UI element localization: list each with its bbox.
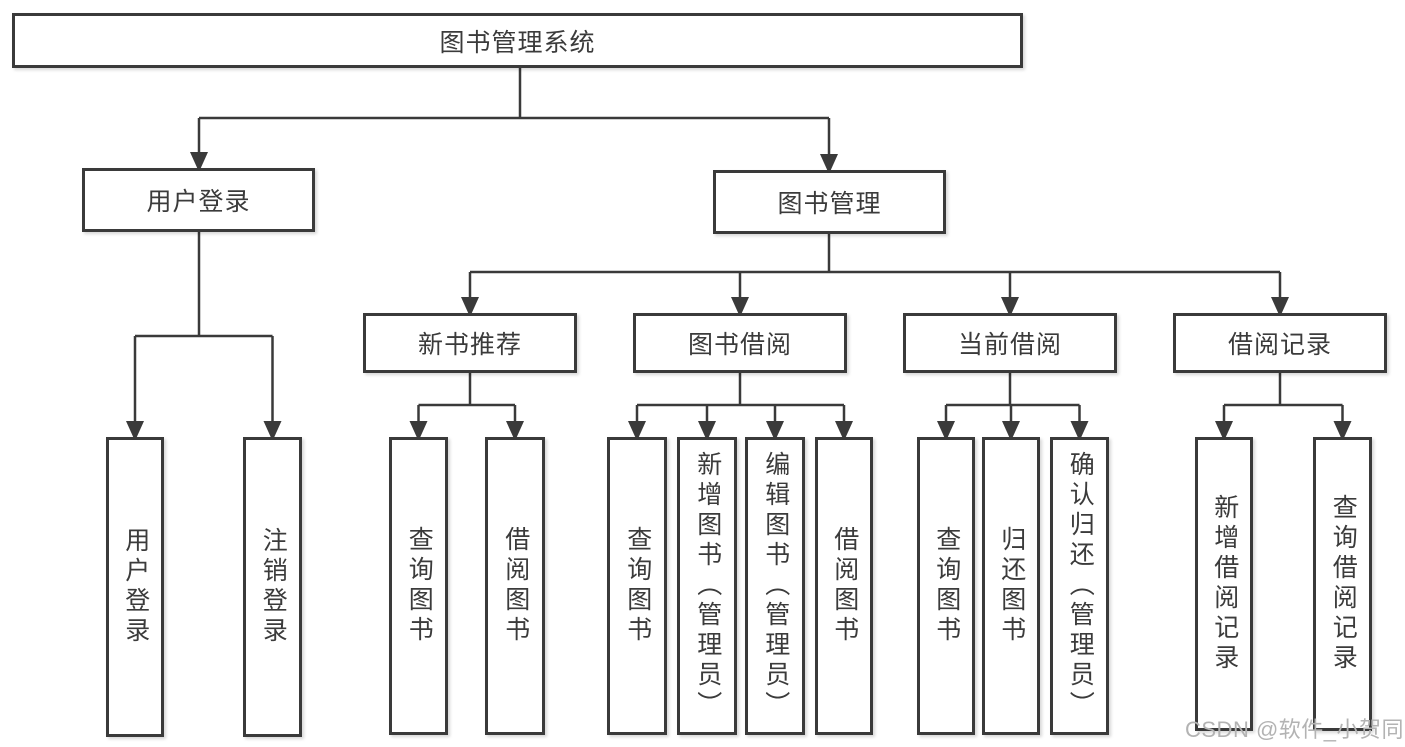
arrowhead-down-icon — [698, 421, 716, 441]
arrowhead-down-icon — [937, 421, 955, 441]
node-label: 借阅图书 — [501, 526, 530, 646]
node-label: 查询图书 — [623, 526, 652, 646]
arrowhead-down-icon — [1001, 297, 1019, 317]
leaf-logout: 注销登录 — [243, 437, 302, 737]
node-label: 查询图书 — [405, 526, 434, 646]
node-user-login: 用户登录 — [82, 168, 315, 232]
arrowhead-down-icon — [190, 152, 208, 172]
arrowhead-down-icon — [820, 154, 838, 174]
node-label: 新增图书（管理员） — [693, 451, 722, 721]
node-label: 用户登录 — [121, 527, 150, 647]
node-label: 图书管理 — [777, 190, 882, 218]
leaf-records-query-borrow-record: 查询借阅记录 — [1313, 437, 1372, 731]
arrowhead-down-icon — [461, 297, 479, 317]
node-label: 归还图书 — [997, 526, 1026, 646]
leaf-records-add-borrow-record: 新增借阅记录 — [1195, 437, 1253, 731]
arrowhead-down-icon — [766, 421, 784, 441]
node-label: 查询借阅记录 — [1329, 494, 1358, 674]
leaf-borrow-query-books: 查询图书 — [607, 437, 667, 735]
node-book-management: 图书管理 — [713, 170, 946, 234]
node-label: 确认归还（管理员） — [1066, 451, 1095, 721]
arrowhead-down-icon — [126, 421, 144, 441]
arrowhead-down-icon — [628, 421, 646, 441]
node-label: 编辑图书（管理员） — [761, 451, 790, 721]
arrowhead-down-icon — [1070, 421, 1089, 441]
node-label: 图书借阅 — [687, 331, 792, 359]
leaf-user-login: 用户登录 — [106, 437, 164, 737]
leaf-current-query-books: 查询图书 — [917, 437, 975, 735]
node-book-borrowing: 图书借阅 — [633, 313, 847, 373]
leaf-recommend-query-books: 查询图书 — [389, 437, 448, 735]
leaf-current-return-books: 归还图书 — [982, 437, 1040, 735]
arrowhead-down-icon — [1002, 421, 1020, 441]
leaf-borrow-borrow-books: 借阅图书 — [815, 437, 873, 735]
node-new-book-recommendation: 新书推荐 — [363, 313, 577, 373]
node-borrowing-records: 借阅记录 — [1173, 313, 1387, 373]
node-library-management-system: 图书管理系统 — [12, 13, 1023, 68]
arrowhead-down-icon — [1333, 421, 1352, 441]
arrowhead-down-icon — [409, 421, 428, 441]
arrowhead-down-icon — [731, 297, 749, 317]
arrowhead-down-icon — [1271, 297, 1289, 317]
leaf-recommend-borrow-books: 借阅图书 — [485, 437, 545, 735]
node-label: 当前借阅 — [957, 331, 1062, 359]
arrowhead-down-icon — [263, 421, 282, 441]
node-label: 新增借阅记录 — [1210, 494, 1239, 674]
arrowhead-down-icon — [835, 421, 853, 441]
node-label: 查询图书 — [932, 526, 961, 646]
node-label: 借阅记录 — [1227, 331, 1332, 359]
node-label: 用户登录 — [146, 188, 251, 216]
node-label: 图书管理系统 — [439, 28, 596, 57]
node-label: 借阅图书 — [830, 526, 859, 646]
node-label: 新书推荐 — [417, 331, 522, 359]
leaf-borrow-edit-books-admin: 编辑图书（管理员） — [745, 437, 805, 735]
leaf-borrow-add-books-admin: 新增图书（管理员） — [677, 437, 737, 735]
leaf-current-confirm-return-admin: 确认归还（管理员） — [1050, 437, 1109, 735]
csdn-watermark: CSDN @软件_小贺同学 — [1185, 717, 1405, 742]
arrowhead-down-icon — [506, 421, 524, 441]
arrowhead-down-icon — [1215, 421, 1233, 441]
node-label: 注销登录 — [259, 527, 288, 647]
node-current-borrowing: 当前借阅 — [903, 313, 1117, 373]
